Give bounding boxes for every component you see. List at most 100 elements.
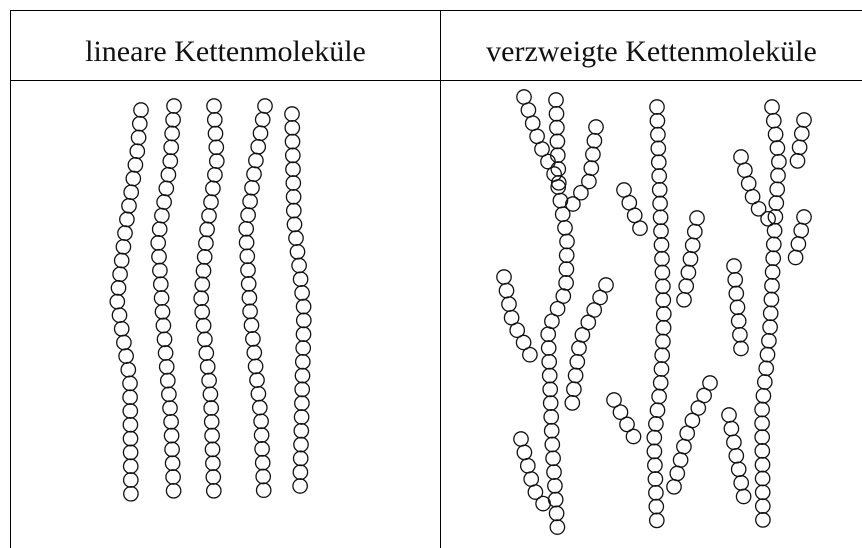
molecule-unit-circle [796, 112, 812, 128]
molecule-unit-circle [542, 395, 559, 411]
molecule-unit-circle [680, 264, 697, 281]
branched-chain-a-branch-2 [565, 119, 604, 212]
molecule-unit-circle [625, 428, 642, 445]
molecule-unit-circle [655, 306, 672, 322]
molecule-unit-circle [501, 296, 517, 312]
molecule-unit-circle [727, 271, 744, 288]
molecule-unit-circle [592, 289, 608, 306]
molecule-unit-circle [549, 147, 566, 164]
molecule-unit-circle [732, 326, 748, 343]
molecule-unit-circle [655, 333, 671, 350]
molecule-unit-circle [765, 236, 782, 253]
linear-chain-1 [109, 102, 149, 502]
molecule-unit-circle [541, 367, 558, 384]
molecule-unit-circle [515, 334, 532, 351]
molecule-unit-circle [649, 99, 665, 115]
molecule-unit-circle [754, 456, 771, 473]
molecule-unit-circle [586, 302, 603, 318]
molecule-unit-circle [549, 119, 565, 136]
molecule-unit-circle [790, 236, 807, 252]
molecule-unit-circle [606, 392, 622, 408]
molecule-unit-circle [793, 222, 810, 239]
molecule-unit-circle [598, 277, 614, 293]
molecule-unit-circle [648, 512, 665, 529]
molecule-unit-circle [651, 168, 668, 184]
molecule-unit-circle [684, 237, 701, 254]
molecule-unit-circle [764, 277, 780, 294]
molecule-unit-circle [550, 174, 567, 191]
molecule-unit-circle [653, 361, 670, 377]
molecule-unit-circle [651, 181, 668, 198]
molecule-unit-circle [588, 119, 604, 135]
molecule-unit-circle [548, 505, 565, 522]
molecule-unit-circle [793, 125, 810, 142]
left-border [10, 10, 11, 548]
molecule-unit-circle [546, 464, 562, 480]
branched-chain-a-branch-3 [496, 269, 538, 363]
molecule-unit-circle [123, 485, 139, 502]
molecule-unit-circle [655, 319, 672, 336]
molecule-unit-circle [547, 477, 563, 494]
molecule-unit-circle [654, 264, 671, 281]
molecule-unit-circle [546, 166, 562, 182]
molecule-unit-circle [650, 126, 666, 143]
molecule-unit-circle [754, 470, 771, 487]
molecule-unit-circle [583, 160, 600, 176]
branched-chain-c-main [754, 99, 787, 528]
molecule-unit-circle [549, 519, 566, 535]
molecule-unit-circle [555, 288, 572, 304]
molecule-unit-circle [496, 269, 512, 285]
linear-chain-3 [193, 98, 225, 499]
molecule-unit-circle [690, 400, 707, 416]
molecule-unit-circle [498, 282, 515, 299]
molecule-unit-circle [733, 475, 750, 491]
molecule-unit-circle [586, 132, 603, 149]
molecule-unit-circle [649, 402, 666, 419]
molecule-unit-circle [619, 416, 635, 433]
molecule-unit-circle [255, 482, 272, 499]
branched-chain-c-branch-4 [726, 258, 749, 357]
molecule-unit-circle [750, 200, 767, 217]
molecule-unit-circle [648, 416, 664, 432]
molecule-unit-circle [648, 498, 665, 515]
molecule-unit-circle [769, 140, 786, 156]
molecule-unit-circle [764, 264, 781, 280]
molecule-unit-circle [696, 387, 712, 404]
molecule-unit-circle [650, 154, 667, 171]
molecule-unit-circle [669, 465, 686, 482]
branched-chain-a-main [516, 89, 575, 535]
molecule-unit-circle [678, 278, 695, 294]
molecule-unit-circle [654, 347, 671, 364]
molecule-unit-circle [649, 112, 666, 129]
molecule-unit-circle [723, 420, 740, 437]
molecule-unit-circle [740, 175, 757, 192]
molecule-unit-circle [682, 251, 699, 267]
molecule-unit-circle [754, 429, 771, 445]
molecule-unit-circle [765, 250, 782, 267]
molecule-unit-circle [758, 360, 775, 377]
molecule-unit-circle [764, 99, 780, 115]
molecule-unit-circle [557, 219, 573, 236]
header-underline [10, 80, 862, 81]
molecule-unit-circle [574, 327, 591, 343]
molecule-unit-circle [540, 326, 557, 343]
molecule-unit-circle [569, 353, 586, 370]
molecule-unit-circle [768, 195, 785, 211]
molecule-unit-circle [754, 484, 771, 501]
branched-chain-c-branch-5 [721, 407, 752, 505]
molecule-unit-circle [238, 220, 255, 237]
branched-chain-c-branch-2 [733, 149, 776, 227]
molecule-unit-circle [545, 450, 561, 467]
molecule-unit-circle [524, 115, 541, 132]
branched-chain-b-branch-3 [606, 392, 642, 445]
molecule-unit-circle [581, 173, 597, 190]
molecule-unit-circle [580, 314, 597, 331]
molecule-unit-circle [543, 409, 560, 425]
molecule-unit-circle [523, 471, 540, 487]
molecule-unit-circle [646, 443, 663, 460]
molecule-unit-circle [550, 161, 567, 177]
molecule-unit-circle [770, 167, 786, 184]
molecule-unit-circle [754, 443, 771, 459]
molecule-unit-circle [519, 457, 536, 474]
molecule-unit-circle [676, 291, 692, 308]
